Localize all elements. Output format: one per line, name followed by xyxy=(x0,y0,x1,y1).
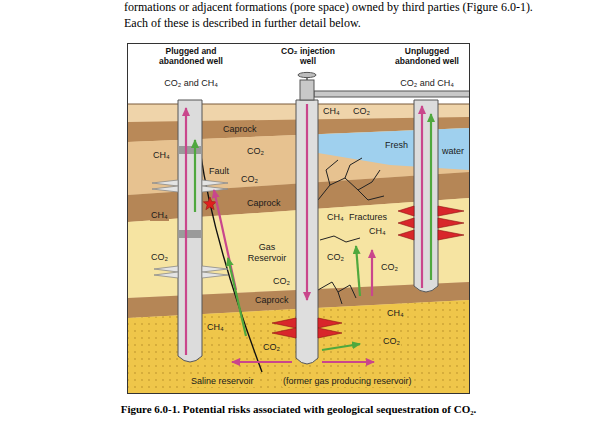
body-text: Each of these is described in further de… xyxy=(124,16,361,31)
perforation xyxy=(398,206,414,216)
fracture-lines xyxy=(318,158,384,200)
gas-label: CO₂ and CH₄ xyxy=(155,78,227,89)
layer-name: Caprock xyxy=(254,295,290,306)
ch4-flow-arrow xyxy=(322,344,360,350)
layer-name: Caprock xyxy=(222,124,258,135)
gas-label: CO₂ xyxy=(240,174,259,185)
gas-label: CH₄ xyxy=(386,308,405,319)
unplugged-well xyxy=(414,100,438,292)
well-title: Plugged and abandoned well xyxy=(148,46,234,66)
perforation xyxy=(272,328,296,338)
valve-wheel xyxy=(298,72,316,77)
gas-label: CO₂ and CH₄ xyxy=(391,78,463,89)
gas-label: CH₄ xyxy=(206,322,225,333)
gas-label: CH₄ xyxy=(150,210,169,221)
fracture-label: Fractures xyxy=(348,212,388,223)
gas-label: CO₂ xyxy=(326,252,345,263)
perforation xyxy=(398,218,414,228)
layer-name: water xyxy=(441,146,465,157)
perforation xyxy=(202,266,228,272)
co2-flow-arrow xyxy=(306,104,308,300)
wellhead xyxy=(300,80,314,100)
gas-label: CH₄ xyxy=(322,106,341,117)
co2-flow-arrow xyxy=(232,361,292,363)
cement-plug xyxy=(178,146,202,154)
perforation xyxy=(154,272,178,278)
layer-name: Saline reservoir xyxy=(190,376,255,387)
gas-label: CO₂ xyxy=(150,252,169,263)
perforation xyxy=(438,218,464,228)
perforation xyxy=(318,328,342,338)
well-title: CO₂ injection well xyxy=(272,46,344,66)
cement-plug xyxy=(178,230,202,238)
perforation xyxy=(202,272,228,278)
strata-group xyxy=(128,72,469,393)
well-title: Unplugged abandoned well xyxy=(384,46,470,66)
perforation xyxy=(202,180,228,186)
fresh-water-layer xyxy=(300,128,469,170)
gas-label: CH₄ xyxy=(152,150,171,161)
perforation xyxy=(152,180,178,186)
perforation xyxy=(154,266,178,272)
gas-label: CH₄ xyxy=(368,226,387,237)
layer-name: (former gas producing reservoir) xyxy=(282,376,413,387)
plugged-well xyxy=(178,100,202,362)
layer-name: Fresh xyxy=(384,140,409,151)
gas-label: CO₂ xyxy=(246,146,265,157)
gas-label: CO₂ xyxy=(382,336,401,347)
body-text: formations or adjacent formations (pore … xyxy=(124,0,533,15)
leak-star xyxy=(203,197,216,210)
co2-flow-arrow xyxy=(185,108,187,355)
gas-label: CO₂ xyxy=(352,106,371,117)
figure-caption: Figure 6.0-1. Potential risks associated… xyxy=(0,402,595,416)
perforation xyxy=(152,186,178,192)
perforation xyxy=(272,318,296,328)
co2-flow-arrow xyxy=(371,250,373,296)
perforation xyxy=(438,230,464,240)
injection-well xyxy=(296,100,318,364)
perforation xyxy=(438,206,464,216)
ch4-flow-arrow xyxy=(194,140,196,212)
gas-label: CO₂ xyxy=(262,342,281,353)
gas-label: CO₂ xyxy=(272,276,291,287)
fracture-lines xyxy=(318,236,360,304)
co2-flow-arrow xyxy=(421,106,423,288)
perforation xyxy=(318,318,342,328)
ch4-flow-arrow xyxy=(356,246,360,296)
fault-label: Fault xyxy=(208,166,230,177)
layer-name: Caprock xyxy=(246,198,282,209)
ch4-flow-arrow xyxy=(228,258,246,336)
gas-label: CO₂ xyxy=(380,262,399,273)
perforation xyxy=(398,230,414,240)
ch4-flow-arrow xyxy=(430,114,432,280)
layer-name: Gas Reservoir xyxy=(243,242,291,264)
pipeline xyxy=(314,91,469,97)
gas-label: CH₄ xyxy=(326,212,345,223)
co2-flow-arrow xyxy=(322,361,374,363)
